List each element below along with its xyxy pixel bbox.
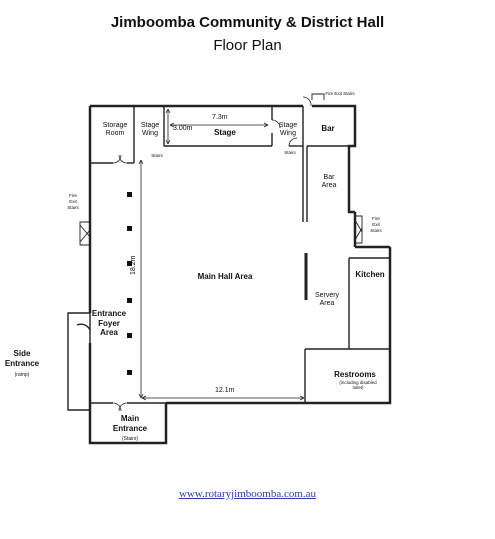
fire-exit-right [354,215,363,244]
room-restrooms: Restrooms [334,370,376,379]
fire-exit-top-label: Fire Exit Stairs [325,91,355,96]
room-main-hall: Main Hall Area [197,272,253,281]
stage-depth-dim [165,108,171,145]
room-stage-wing-right: Stage Wing [278,122,298,138]
outer-walls [88,104,392,445]
hall-width-label: 12.1m [215,387,235,394]
hall-length-label: 18.2m [130,255,137,275]
page-title: Jimboomba Community & District Hall [110,14,385,31]
room-bar: Bar [321,124,335,133]
interior-walls [90,106,390,404]
room-stage: Stage [214,128,236,137]
room-side-entrance: Side Entrance [4,349,40,368]
room-servery: Servery Area [314,292,340,308]
doors [112,96,312,412]
fire-exit-left [79,221,91,246]
stage-depth-label: 3.00m [173,125,193,132]
stage-width-label: 7.3m [212,114,228,121]
page-subtitle: Floor Plan [213,37,282,54]
fire-exit-left-label-3: Stairs [67,205,79,210]
restrooms-note: (including disabled toilet) [339,380,377,390]
room-main-entrance: Main Entrance [112,414,148,433]
room-bar-area: Bar Area [321,174,337,190]
website-link[interactable]: www.rotaryjimboomba.com.au [178,488,317,500]
fire-exit-right-label-2: Exit [372,222,380,227]
fire-exit-left-label-2: Exit [69,199,77,204]
room-storage: Storage Room [102,122,128,138]
stairs-left-label: Stairs [151,153,163,158]
hall-length-dim [138,159,144,399]
columns [127,192,132,375]
room-entrance-foyer: Entrance Foyer Area [91,309,127,338]
main-entrance-note: (Stairs) [121,436,139,442]
stairs-right-label: Stairs [284,150,296,155]
fire-exit-left-label-1: Fire [69,193,77,198]
fire-exit-right-label-3: Stairs [370,228,382,233]
fire-exit-right-label-1: Fire [372,216,380,221]
stage-width-dim [169,122,269,128]
room-kitchen: Kitchen [355,270,385,279]
side-entrance-ramp [67,312,91,411]
side-entrance-note: (ramp) [14,372,30,378]
hall-width-dim [141,395,305,401]
room-stage-wing-left: Stage Wing [140,122,160,138]
